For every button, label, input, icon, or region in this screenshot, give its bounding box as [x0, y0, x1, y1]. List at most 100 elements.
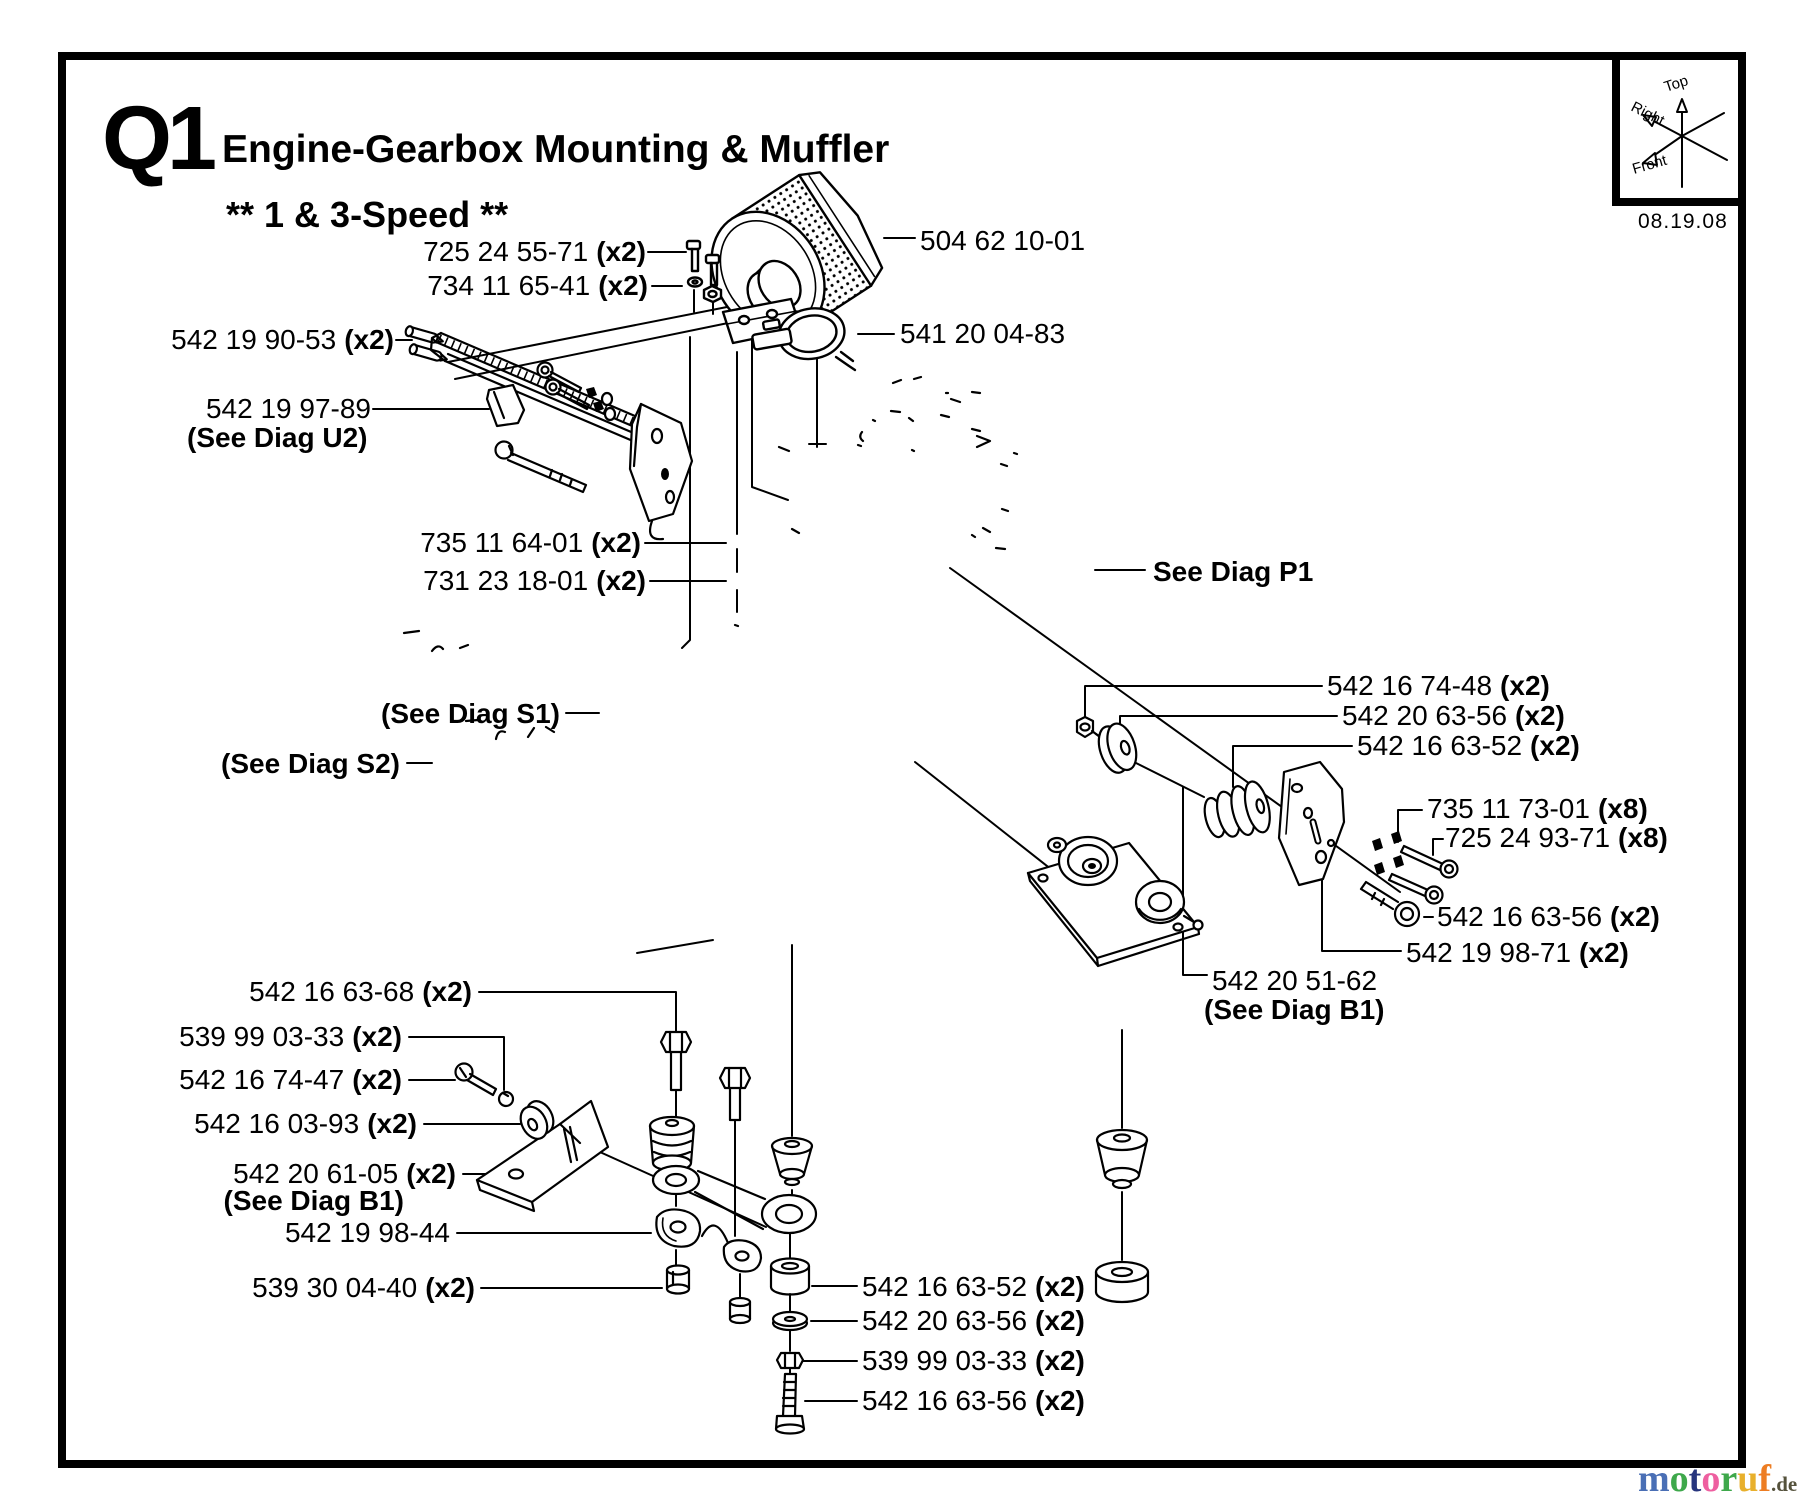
part-quantity: (x2)	[367, 1108, 417, 1139]
part-number: 539 30 04-40	[252, 1272, 418, 1303]
part-number: (See Diag S1)	[381, 698, 560, 729]
part-quantity: (x2)	[406, 1158, 456, 1189]
part-label: 542 16 63-56(x2)	[1437, 900, 1660, 934]
part-quantity: (x2)	[425, 1272, 475, 1303]
watermark-letter: o	[1701, 1458, 1721, 1500]
part-label: 735 11 64-01(x2)	[420, 526, 641, 560]
page-subtitle: ** 1 & 3-Speed **	[226, 194, 509, 235]
part-label: 542 16 63-56(x2)	[862, 1384, 1085, 1418]
part-label: 542 19 90-53(x2)	[171, 323, 394, 357]
part-quantity: (x2)	[1579, 937, 1629, 968]
part-quantity: (x2)	[1035, 1345, 1085, 1376]
diagram-note: (See Diag B1)	[1204, 993, 1385, 1027]
part-number: 542 16 63-56	[1437, 901, 1603, 932]
part-number: 542 16 74-48	[1327, 670, 1493, 701]
part-number: 542 16 74-47	[179, 1064, 345, 1095]
part-label: 731 23 18-01(x2)	[423, 564, 646, 598]
part-number: 542 16 63-52	[862, 1271, 1028, 1302]
part-quantity: (x2)	[1530, 730, 1580, 761]
part-number: 725 24 55-71	[423, 236, 589, 267]
part-number: 541 20 04-83	[900, 318, 1066, 349]
part-label: 542 20 63-56(x2)	[1342, 699, 1565, 733]
part-number: 504 62 10-01	[920, 225, 1086, 256]
part-label: 542 16 63-52(x2)	[1357, 729, 1580, 763]
part-label: 542 19 98-71(x2)	[1406, 936, 1629, 970]
diagram-note: (See Diag S1)	[381, 697, 560, 731]
part-label: 542 20 63-56(x2)	[862, 1304, 1085, 1338]
part-quantity: (x2)	[344, 324, 394, 355]
part-number: (See Diag U2)	[187, 422, 368, 453]
watermark-letter: o	[1669, 1458, 1689, 1500]
part-number: 542 16 63-52	[1357, 730, 1523, 761]
part-label: 542 20 61-05(x2)	[233, 1157, 456, 1191]
part-quantity: (x2)	[1035, 1271, 1085, 1302]
watermark-tld: .de	[1770, 1472, 1798, 1496]
part-label: 734 11 65-41(x2)	[427, 269, 648, 303]
part-number: 542 19 90-53	[171, 324, 337, 355]
part-number: 542 19 97-89	[205, 393, 371, 424]
diagram-note: (See Diag B1)	[224, 1184, 405, 1218]
part-number: (See Diag B1)	[1204, 994, 1385, 1025]
part-label: 539 30 04-40(x2)	[252, 1271, 475, 1305]
watermark-letter: r	[1720, 1458, 1738, 1500]
part-number: 542 16 03-93	[194, 1108, 360, 1139]
part-label: 539 99 03-33(x2)	[179, 1020, 402, 1054]
watermark-letter: m	[1638, 1458, 1670, 1500]
part-label: 542 16 74-48(x2)	[1327, 669, 1550, 703]
part-number: 735 11 73-01	[1427, 793, 1590, 824]
part-number: 542 16 63-56	[862, 1385, 1028, 1416]
part-quantity: (x8)	[1618, 822, 1668, 853]
part-label: 725 24 93-71(x8)	[1445, 821, 1668, 855]
part-number: 734 11 65-41	[427, 270, 591, 301]
part-label: 542 16 63-68(x2)	[249, 975, 472, 1009]
part-quantity: (x2)	[352, 1064, 402, 1095]
watermark-logo: motoruf.de	[1638, 1460, 1797, 1498]
part-label: 539 99 03-33(x2)	[862, 1344, 1085, 1378]
part-label: 542 19 97-89	[206, 392, 371, 426]
part-label: 542 16 63-52(x2)	[862, 1270, 1085, 1304]
watermark-letter: f	[1758, 1458, 1771, 1500]
part-label: 504 62 10-01	[920, 224, 1085, 258]
part-quantity: (x2)	[422, 976, 472, 1007]
part-number: 542 19 98-71	[1406, 937, 1572, 968]
part-label: 541 20 04-83	[900, 317, 1065, 351]
part-label: 735 11 73-01(x8)	[1427, 792, 1648, 826]
part-number: (See Diag B1)	[223, 1185, 405, 1216]
part-number: 731 23 18-01	[423, 565, 589, 596]
part-quantity: (x8)	[1597, 793, 1648, 824]
section-code: Q1	[102, 89, 217, 189]
diagram-note: See Diag P1	[1153, 555, 1313, 589]
page-title: Engine-Gearbox Mounting & Muffler	[222, 128, 890, 171]
page-border	[58, 52, 1746, 1468]
diagram-note: (See Diag U2)	[187, 421, 368, 455]
revision-date: 08.19.08	[1638, 210, 1728, 233]
part-quantity: (x2)	[1500, 670, 1550, 701]
part-number: 542 16 63-68	[249, 976, 415, 1007]
diagram-note: (See Diag S2)	[221, 747, 400, 781]
part-quantity: (x2)	[1035, 1385, 1085, 1416]
part-quantity: (x2)	[596, 236, 646, 267]
part-quantity: (x2)	[596, 565, 646, 596]
part-quantity: (x2)	[1515, 700, 1565, 731]
part-number: (See Diag S2)	[221, 748, 400, 779]
part-number: 542 20 61-05	[233, 1158, 399, 1189]
part-quantity: (x2)	[591, 527, 641, 558]
part-number: 539 99 03-33	[179, 1021, 345, 1052]
part-label: 542 16 03-93(x2)	[194, 1107, 417, 1141]
part-label: 725 24 55-71(x2)	[423, 235, 646, 269]
part-number: 539 99 03-33	[862, 1345, 1028, 1376]
part-quantity: (x2)	[1610, 901, 1660, 932]
part-label: 542 16 74-47(x2)	[179, 1063, 402, 1097]
part-number: See Diag P1	[1153, 556, 1314, 587]
part-quantity: (x2)	[1035, 1305, 1085, 1336]
part-number: 735 11 64-01	[420, 527, 584, 558]
part-number: 542 20 63-56	[862, 1305, 1028, 1336]
part-quantity: (x2)	[598, 270, 648, 301]
orientation-box	[1612, 52, 1746, 206]
part-label: 542 20 51-62	[1212, 964, 1377, 998]
part-number: 725 24 93-71	[1445, 822, 1611, 853]
watermark-letter: t	[1688, 1458, 1702, 1500]
part-number: 542 20 51-62	[1212, 965, 1378, 996]
watermark-letter: u	[1737, 1458, 1759, 1500]
